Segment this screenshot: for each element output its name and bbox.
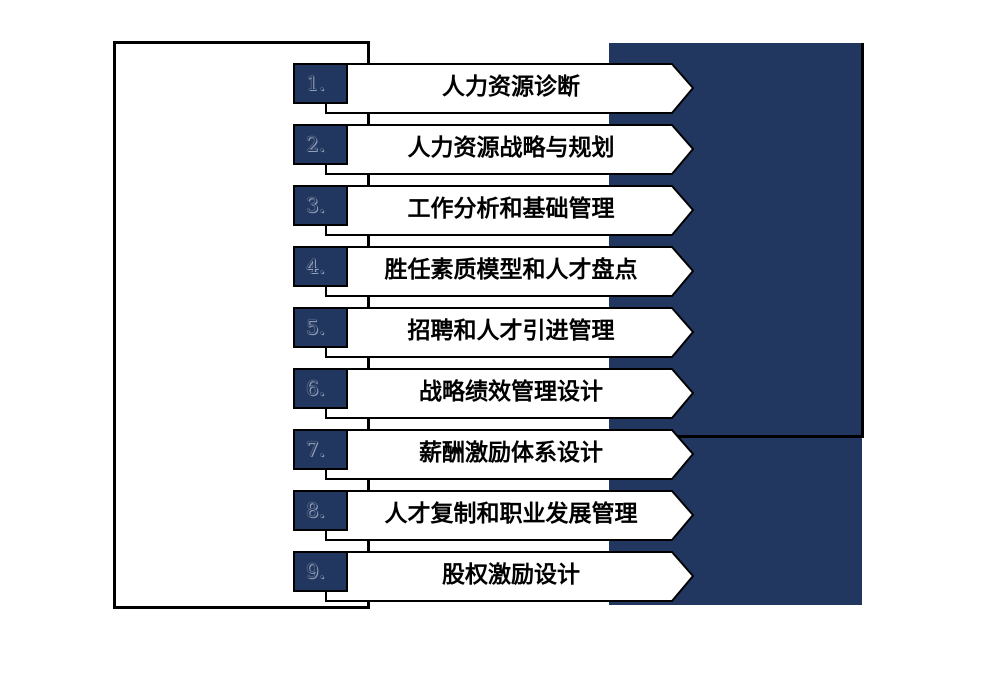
- item-label: 人才复制和职业发展管理: [384, 501, 638, 527]
- list-item: 1. 人力资源诊断: [290, 61, 700, 114]
- number-box: [293, 368, 348, 409]
- item-label: 人力资源诊断: [442, 74, 580, 100]
- item-number: 3.: [306, 193, 326, 217]
- item-number: 5.: [306, 315, 326, 339]
- item-number: 6.: [306, 376, 326, 400]
- item-label: 招聘和人才引进管理: [407, 318, 615, 344]
- item-label: 工作分析和基础管理: [407, 196, 615, 222]
- item-label: 股权激励设计: [442, 562, 580, 588]
- item-number: 9.: [306, 559, 326, 583]
- item-number: 8.: [306, 498, 326, 522]
- arrow-shape: [293, 185, 695, 236]
- arrow-shape: [293, 246, 695, 297]
- number-box: [293, 63, 348, 104]
- arrow-shape: [293, 124, 695, 175]
- number-box: [293, 490, 348, 531]
- arrow-shape: [293, 368, 695, 419]
- number-box: [293, 185, 348, 226]
- item-number: 7.: [306, 437, 326, 461]
- number-box: [293, 551, 348, 592]
- item-label: 人力资源战略与规划: [407, 135, 615, 161]
- list-item: 6. 战略绩效管理设计: [290, 366, 700, 419]
- item-label: 薪酬激励体系设计: [419, 440, 603, 466]
- item-number: 1.: [306, 71, 326, 95]
- number-box: [293, 246, 348, 287]
- arrow-shape: [293, 551, 695, 602]
- list-item: 2. 人力资源战略与规划: [290, 122, 700, 175]
- list-item: 4. 胜任素质模型和人才盘点: [290, 244, 700, 297]
- list-item: 8. 人才复制和职业发展管理: [290, 488, 700, 541]
- number-box: [293, 124, 348, 165]
- list-item: 5. 招聘和人才引进管理: [290, 305, 700, 358]
- arrow-shape: [293, 490, 695, 541]
- list-item: 3. 工作分析和基础管理: [290, 183, 700, 236]
- number-box: [293, 429, 348, 470]
- number-box: [293, 307, 348, 348]
- arrow-shape: [293, 63, 695, 114]
- list-item: 7. 薪酬激励体系设计: [290, 427, 700, 480]
- arrow-shape: [293, 429, 695, 480]
- item-label: 战略绩效管理设计: [419, 379, 603, 405]
- list-item: 9. 股权激励设计: [290, 549, 700, 602]
- arrow-shape: [293, 307, 695, 358]
- item-label: 胜任素质模型和人才盘点: [384, 257, 638, 283]
- item-number: 4.: [306, 254, 326, 278]
- navy-panel-shadow-edge: [609, 43, 864, 438]
- item-number: 2.: [306, 132, 326, 156]
